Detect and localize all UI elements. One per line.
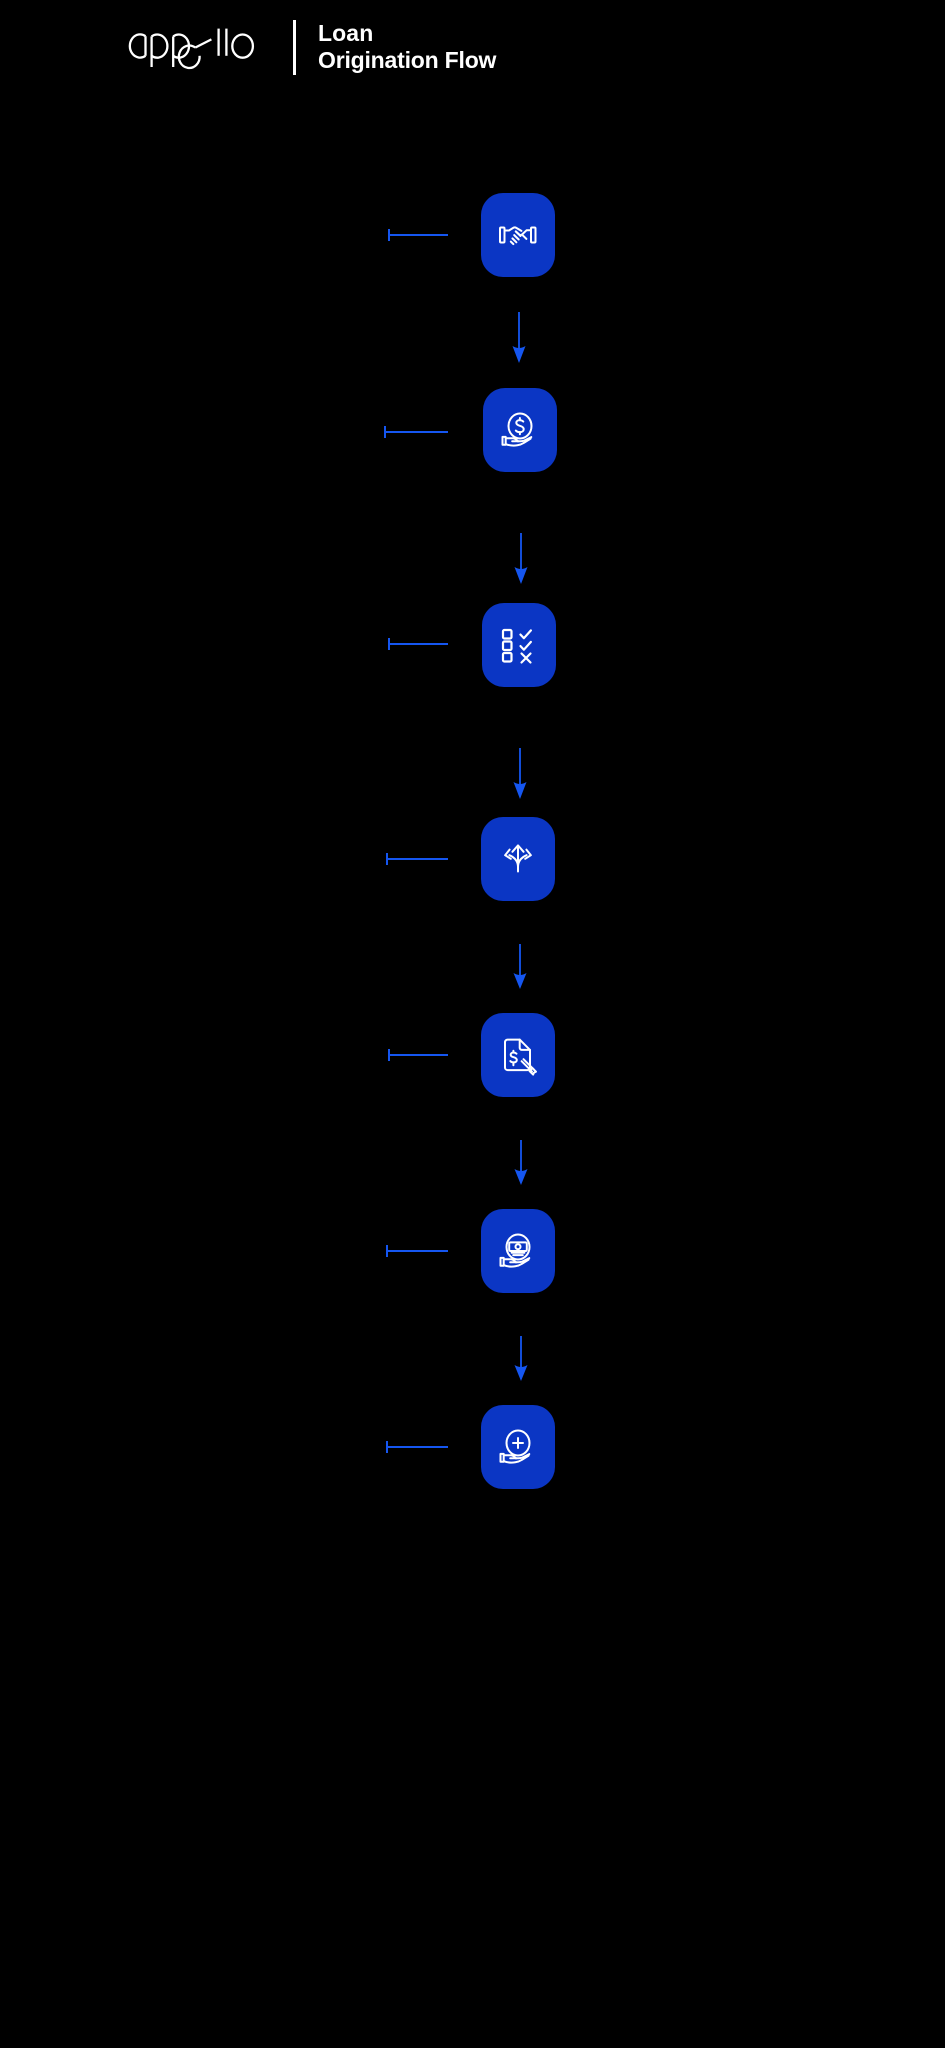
appello-logo [126,22,276,70]
flow-step-6-funding[interactable] [481,1209,555,1293]
connector-rule [388,1054,448,1056]
vertical-divider-icon [293,20,296,75]
page-title-line2: Origination Flow [318,47,497,74]
connector-rule [388,643,448,645]
connector-line-step-3 [388,638,448,650]
connector-rule [384,431,448,433]
flow-step-2-loan-request[interactable] [483,388,557,472]
connector-rule [388,234,448,236]
flow-arrow-6-to-7 [513,1336,529,1382]
connector-line-step-4 [386,853,448,865]
flow-arrow-4-to-5 [512,944,528,990]
page-title-line1: Loan [318,20,374,46]
page-header: Loan Origination Flow [0,0,945,110]
flow-arrow-1-to-2 [511,312,527,364]
hand-holding-dollar-coin-icon [501,412,533,447]
connector-rule [386,1446,448,1448]
arrow-down-icon [513,944,527,989]
connector-line-step-5 [388,1049,448,1061]
flow-step-5-loan-document[interactable] [481,1013,555,1097]
arrow-down-icon [514,1140,528,1185]
arrow-down-icon [514,533,528,584]
hand-holding-cash-icon [499,1233,531,1268]
flow-step-1-handshake[interactable] [481,193,555,277]
connector-line-step-2 [384,426,448,438]
arrow-down-icon [512,312,526,363]
flow-step-3-checklist[interactable] [482,603,556,687]
flow-arrow-3-to-4 [512,748,528,800]
arrow-down-icon [513,748,527,799]
connector-line-step-1 [388,229,448,241]
connector-line-step-7 [386,1441,448,1453]
flow-step-4-routing[interactable] [481,817,555,901]
connector-line-step-6 [386,1245,448,1257]
document-dollar-sign-icon [504,1038,537,1076]
page-title: Loan Origination Flow [318,20,496,74]
connector-rule [386,1250,448,1252]
appello-wordmark-icon [128,28,255,70]
arrow-down-icon [514,1336,528,1381]
hand-holding-coin-plus-icon [499,1429,531,1464]
handshake-icon [499,226,537,246]
checklist-icon [501,628,532,664]
flow-arrow-2-to-3 [513,533,529,585]
flow-step-7-servicing[interactable] [481,1405,555,1489]
flow-arrow-5-to-6 [513,1140,529,1186]
three-way-branch-arrow-icon [504,844,532,873]
connector-rule [386,858,448,860]
